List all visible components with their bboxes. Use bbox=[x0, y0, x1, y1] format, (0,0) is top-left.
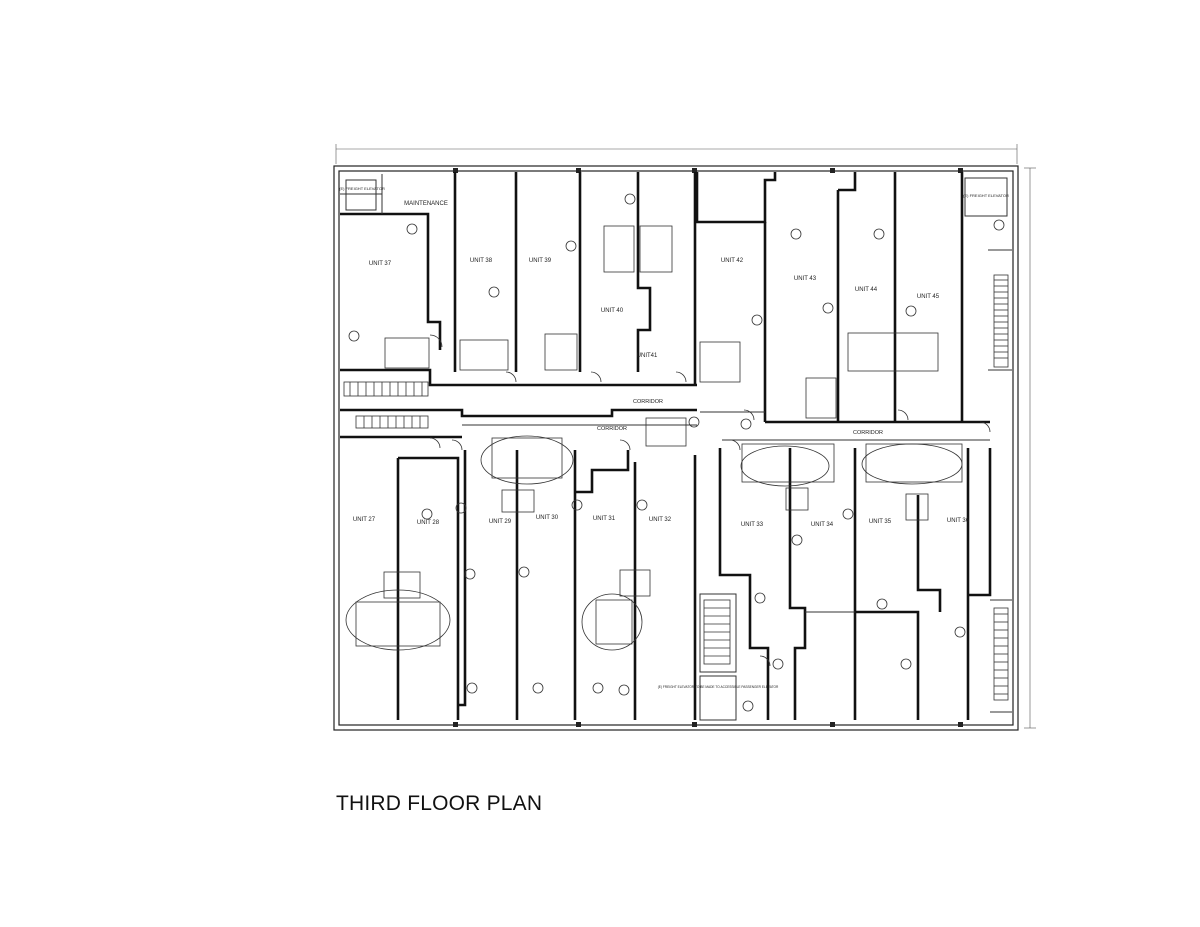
label-corridor-north: CORRIDOR bbox=[633, 399, 663, 405]
label-unit-35: UNIT 35 bbox=[869, 519, 892, 525]
interior-partitions bbox=[340, 174, 1012, 721]
room-labels: MAINTENANCE (E) FREIGHT ELEVATOR (E) FRE… bbox=[339, 186, 1009, 689]
label-unit-41: UNIT41 bbox=[637, 353, 658, 359]
exterior-wall bbox=[333, 165, 1019, 731]
label-unit-40: UNIT 40 bbox=[601, 308, 624, 314]
label-unit-30: UNIT 30 bbox=[536, 515, 559, 521]
label-unit-29: UNIT 29 bbox=[489, 519, 512, 525]
unit-labels: UNIT 37 UNIT 38 UNIT 39 UNIT 40 UNIT41 U… bbox=[353, 258, 970, 528]
drawing-title: THIRD FLOOR PLAN bbox=[336, 792, 543, 815]
label-corridor-mid: CORRIDOR bbox=[597, 426, 627, 432]
dimension-lines bbox=[335, 144, 1036, 729]
label-freight-elevator-nw: (E) FREIGHT ELEVATOR bbox=[339, 186, 385, 191]
label-corridor-east: CORRIDOR bbox=[853, 430, 883, 436]
label-unit-39: UNIT 39 bbox=[529, 258, 552, 264]
stairs bbox=[343, 274, 1009, 701]
columns bbox=[453, 168, 963, 727]
label-unit-36: UNIT 36 bbox=[947, 518, 970, 524]
bathroom-fixtures bbox=[345, 225, 963, 651]
unit-walls bbox=[340, 172, 992, 720]
label-unit-33: UNIT 33 bbox=[741, 522, 764, 528]
label-freight-elevator-ne: (E) FREIGHT ELEVATOR bbox=[963, 193, 1009, 198]
label-unit-45: UNIT 45 bbox=[917, 294, 940, 300]
ceiling-fixtures bbox=[348, 193, 1005, 712]
label-unit-37: UNIT 37 bbox=[369, 261, 392, 267]
label-unit-27: UNIT 27 bbox=[353, 517, 376, 523]
label-unit-32: UNIT 32 bbox=[649, 517, 672, 523]
label-unit-43: UNIT 43 bbox=[794, 276, 817, 282]
label-unit-38: UNIT 38 bbox=[470, 258, 493, 264]
label-unit-44: UNIT 44 bbox=[855, 287, 878, 293]
label-maintenance: MAINTENANCE bbox=[404, 201, 448, 207]
label-unit-31: UNIT 31 bbox=[593, 516, 616, 522]
label-freight-elevator-south: (E) FREIGHT ELEVATOR TO BE MADE TO ACCES… bbox=[658, 685, 779, 689]
doors bbox=[429, 334, 991, 667]
label-unit-42: UNIT 42 bbox=[721, 258, 744, 264]
label-unit-34: UNIT 34 bbox=[811, 522, 834, 528]
label-unit-28: UNIT 28 bbox=[417, 520, 440, 526]
